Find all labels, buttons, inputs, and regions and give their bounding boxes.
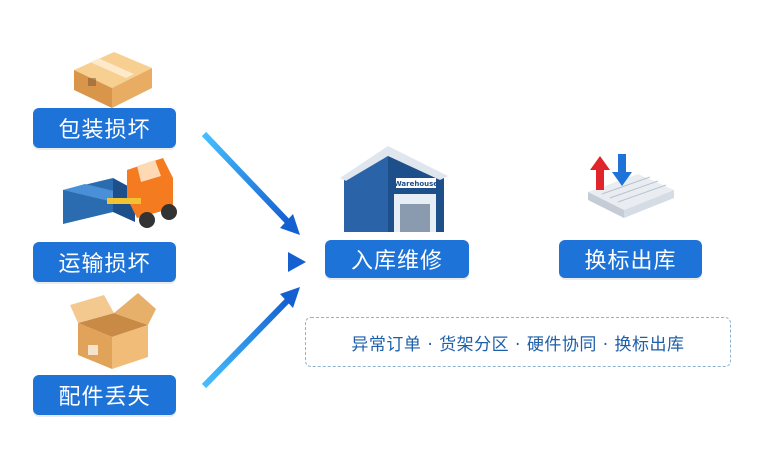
arrow-from-parts: [201, 287, 300, 389]
arrow-from-transport: [195, 252, 306, 272]
input-label-parts: 配件丢失: [33, 375, 176, 415]
center-label-repair: 入库维修: [325, 240, 469, 278]
open-box-icon: [70, 293, 156, 369]
right-label-relabel: 换标出库: [559, 240, 702, 278]
warehouse-sign: Warehouse: [394, 180, 438, 188]
box-icon: [74, 52, 152, 108]
shelf-exchange-icon: [588, 154, 674, 218]
feature-tags: 异常订单 · 货架分区 · 硬件协同 · 换标出库: [305, 317, 731, 367]
forklift-icon: [63, 158, 177, 228]
input-label-transport: 运输损坏: [33, 242, 176, 282]
input-label-packaging: 包装损坏: [33, 108, 176, 148]
warehouse-icon: Warehouse: [340, 146, 448, 232]
arrow-from-packaging: [201, 131, 300, 235]
